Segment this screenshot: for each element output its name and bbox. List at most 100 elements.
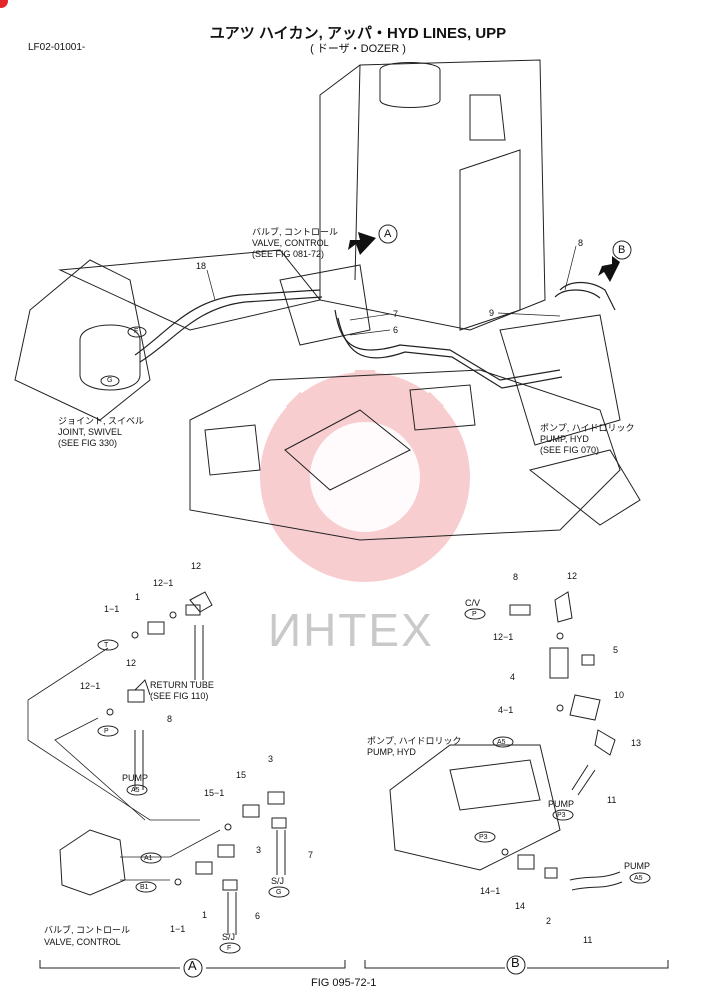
swivel-label-ref: (SEE FIG 330) [58, 438, 118, 448]
corner-marker [0, 0, 8, 8]
drawing-code: LF02-01001- [28, 42, 86, 53]
port-g-label-a: G [276, 889, 282, 896]
port-a5-label-b2: A5 [634, 875, 643, 882]
detail-b-label: B [511, 955, 520, 970]
part-12-1-c: 12−1 [493, 632, 514, 642]
port-t-label: T [104, 642, 109, 649]
machine-frame [14, 59, 641, 541]
part-6-top: 6 [393, 325, 399, 335]
part-3-a: 3 [268, 754, 274, 764]
part-14-1: 14−1 [480, 886, 501, 896]
port-t-oval [97, 639, 119, 651]
part-13: 13 [631, 738, 642, 748]
part-8-a: 8 [167, 714, 173, 724]
part-4: 4 [510, 672, 516, 682]
part-4-1: 4−1 [498, 705, 514, 715]
part-5: 5 [613, 645, 619, 655]
part-12-1-a: 12−1 [153, 578, 174, 588]
return-tube-ref: (SEE FIG 110) [150, 691, 209, 701]
part-8-b: 8 [513, 572, 519, 582]
part-12-1-b: 12−1 [80, 681, 101, 691]
port-p-label-b: P [472, 611, 477, 618]
part-7-a: 7 [308, 850, 314, 860]
part-12-c: 12 [567, 571, 578, 581]
part-8-top: 8 [578, 238, 584, 248]
detail-a-routing [27, 647, 221, 881]
port-f-oval [127, 326, 147, 338]
callout-b-label: B [618, 244, 626, 256]
part-1-1-a: 1−1 [104, 604, 120, 614]
part-1-a: 1 [135, 592, 141, 602]
pump-label-jp: ポンプ, ハイドロリック [540, 423, 635, 433]
port-g-label: G [107, 377, 113, 384]
valve-label-a-en: VALVE, CONTROL [44, 937, 121, 947]
port-a5-oval-b [492, 736, 514, 748]
part-11-a: 11 [607, 795, 617, 805]
figure-number: FIG 095-72-1 [311, 977, 377, 989]
port-p-oval [97, 725, 119, 737]
part-15-1: 15−1 [204, 788, 225, 798]
leader-lines-top [206, 245, 577, 336]
part-7-top: 7 [393, 309, 399, 319]
port-p-oval-b [464, 608, 486, 620]
port-f-label: F [134, 328, 139, 335]
return-tube-label: RETURN TUBE [150, 680, 214, 690]
port-a5-label: A5 [131, 787, 140, 794]
port-g-oval [100, 375, 120, 387]
valve-label-a-jp: バルブ, コントロール [44, 925, 131, 935]
port-f-label-a: F [227, 945, 232, 952]
hose-lines-top [134, 281, 616, 389]
callout-a-label: A [384, 228, 392, 240]
part-3-b: 3 [256, 845, 262, 855]
port-a5-oval-b2 [629, 872, 651, 884]
part-11-b: 11 [583, 935, 593, 945]
port-f-oval-a [219, 942, 241, 954]
pump-label-a: PUMP [122, 773, 149, 783]
port-a1-oval [140, 852, 162, 864]
sj-label-2: S/J [222, 932, 236, 942]
sj-label-1: S/J [271, 876, 285, 886]
arrow-b [598, 256, 620, 282]
swivel-label-en: JOINT, SWIVEL [58, 427, 123, 437]
port-p3-label-1: P3 [479, 834, 488, 841]
detail-b-parts [389, 591, 623, 891]
swivel-label-jp: ジョイント, スイベル [58, 416, 145, 426]
part-18-top: 18 [196, 261, 207, 271]
callout-a-circle [378, 224, 398, 244]
part-12-b: 12 [126, 658, 137, 668]
port-a1-label: A1 [144, 855, 153, 862]
arrow-a [348, 232, 376, 255]
detail-a-bracket [39, 960, 346, 969]
cv-label: C/V [465, 598, 481, 608]
pump-label-en: PUMP, HYD [540, 434, 589, 444]
callout-b-circle [612, 240, 632, 260]
part-12-a: 12 [191, 561, 202, 571]
detail-a-label: A [188, 958, 197, 973]
port-p3-label-2: P3 [557, 812, 566, 819]
pump-label-b-en: PUMP, HYD [367, 747, 416, 757]
valve-label-ref: (SEE FIG 081-72) [252, 249, 325, 259]
port-g-oval-a [268, 886, 290, 898]
port-b1-oval [135, 881, 157, 893]
valve-label-jp: バルブ, コントロール [252, 227, 339, 237]
detail-a-parts [59, 591, 287, 935]
page-title: ユアツ ハイカン, アッパ・HYD LINES, UPP [209, 25, 507, 42]
part-6-a: 6 [255, 911, 261, 921]
pump-label-ref: (SEE FIG 070) [540, 445, 600, 455]
port-p-label: P [104, 728, 109, 735]
part-1-b: 1 [202, 910, 208, 920]
pump-label-b-jp: ポンプ, ハイドロリック [367, 736, 462, 746]
pump-label-b1: PUMP [548, 799, 575, 809]
detail-b-circle [506, 955, 526, 975]
port-p3-oval-1 [474, 831, 496, 843]
port-a5-label-b: A5 [497, 739, 506, 746]
part-10: 10 [614, 690, 625, 700]
part-9-top: 9 [489, 308, 495, 318]
detail-a-circle [183, 958, 203, 978]
part-2: 2 [546, 916, 552, 926]
part-14: 14 [515, 901, 526, 911]
watermark-text: ИНТЕХ [268, 604, 434, 656]
port-b1-label: B1 [140, 884, 149, 891]
valve-label-en: VALVE, CONTROL [252, 238, 329, 248]
